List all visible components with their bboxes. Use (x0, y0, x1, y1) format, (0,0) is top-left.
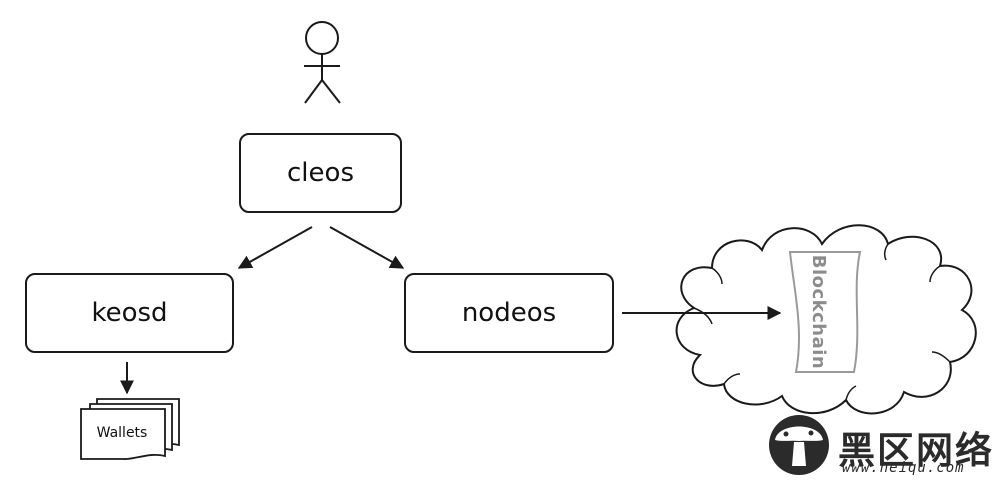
watermark-url: www.heiqu.com (842, 460, 965, 476)
arrow-cleos-to-keosd (237, 226, 313, 269)
nodeos-node: nodeos (404, 273, 614, 353)
scroll-icon (788, 251, 862, 373)
wallets-stack-icon (80, 398, 180, 460)
arrow-cleos-to-nodeos (329, 226, 405, 269)
user-stick-figure-icon (304, 21, 341, 104)
blockchain-label: Blockchain (808, 254, 829, 370)
wallets-label: Wallets (96, 425, 148, 441)
cleos-node: cleos (239, 133, 402, 213)
keosd-node: keosd (25, 273, 234, 353)
keosd-label: keosd (91, 298, 168, 328)
nodeos-label: nodeos (461, 298, 557, 328)
cleos-label: cleos (287, 158, 354, 188)
watermark-site-name: 黑区网络 (838, 429, 994, 472)
mushroom-logo-icon (769, 415, 829, 475)
